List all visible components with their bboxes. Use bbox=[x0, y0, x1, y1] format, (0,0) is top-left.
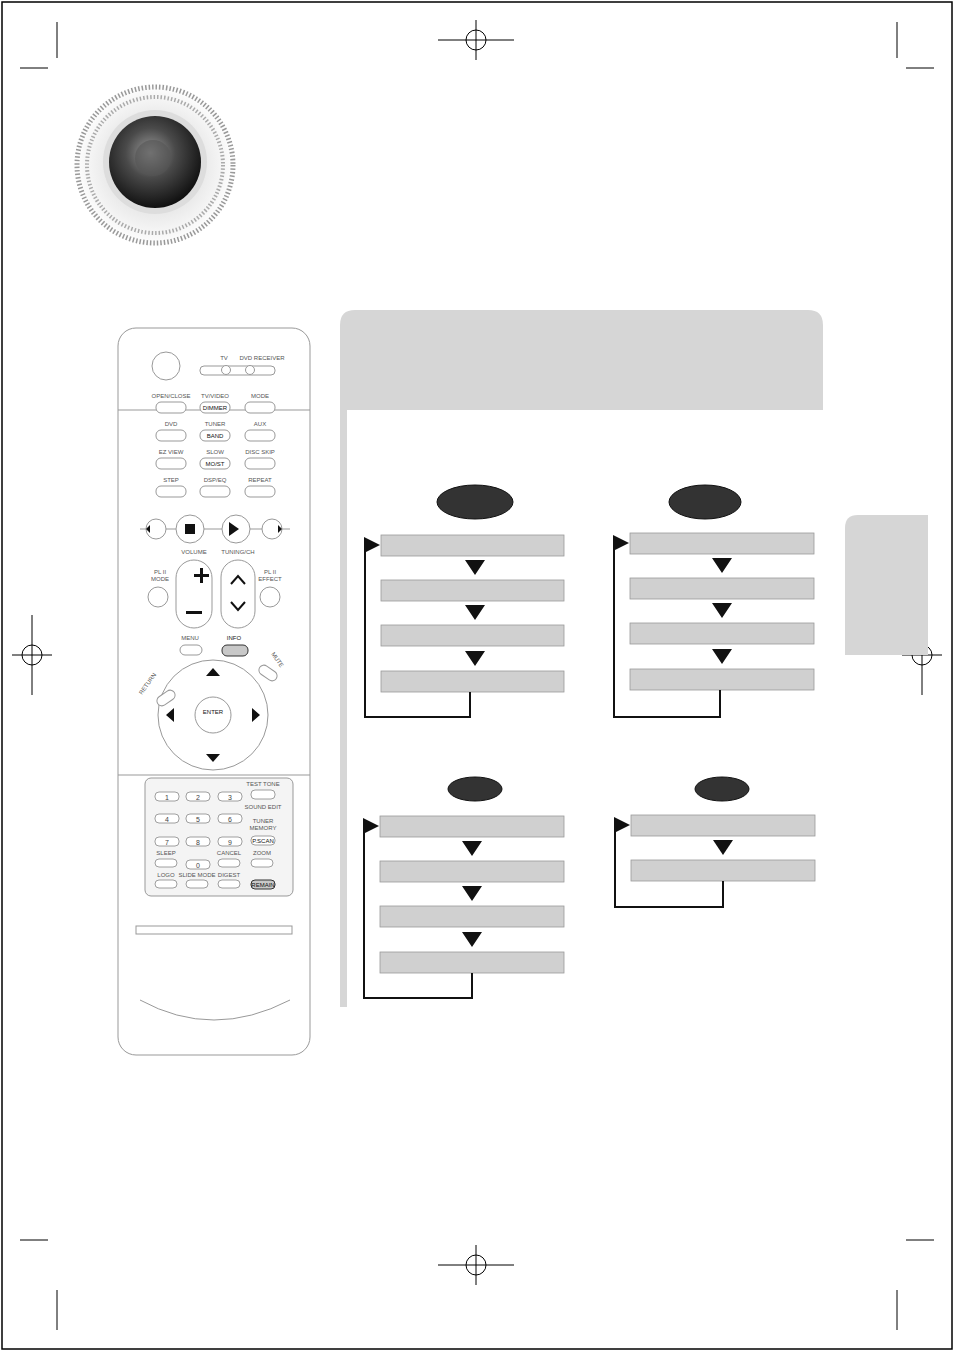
button-label: ENTER bbox=[203, 709, 223, 716]
button-label: REMAIN bbox=[251, 882, 274, 889]
button-label: 6 bbox=[228, 816, 232, 823]
button-label: EZ VIEW bbox=[159, 449, 184, 456]
button-label: MODE bbox=[251, 393, 269, 400]
button-label: DIMMER bbox=[203, 405, 227, 412]
button-label: REPEAT bbox=[248, 477, 272, 484]
button-label: DSP/EQ bbox=[204, 477, 227, 484]
button-label: CANCEL bbox=[217, 850, 241, 857]
button-label: TUNING/CH bbox=[221, 549, 254, 556]
button-label: 9 bbox=[228, 839, 232, 846]
button-label: TUNER MEMORY bbox=[248, 818, 278, 832]
button-label: SOUND EDIT bbox=[244, 804, 281, 811]
button-label: VOLUME bbox=[181, 549, 206, 556]
button-label: MENU bbox=[181, 635, 199, 642]
button-label: 8 bbox=[196, 839, 200, 846]
button-label: 3 bbox=[228, 794, 232, 801]
button-label: 5 bbox=[196, 816, 200, 823]
button-label: TEST TONE bbox=[246, 781, 279, 788]
button-label: PL II EFFECT bbox=[255, 569, 285, 583]
button-label: DVD RECEIVER bbox=[239, 355, 284, 362]
button-label: AUX bbox=[254, 421, 266, 428]
button-label: OPEN/CLOSE bbox=[151, 393, 190, 400]
button-label: BAND bbox=[207, 433, 224, 440]
button-label: TUNER bbox=[205, 421, 226, 428]
button-label: P.SCAN bbox=[252, 838, 274, 845]
button-label: ZOOM bbox=[253, 850, 271, 857]
button-label: 0 bbox=[196, 862, 200, 869]
button-label: LOGO bbox=[157, 872, 174, 879]
button-label: DVD bbox=[165, 421, 178, 428]
button-label: SLEEP bbox=[156, 850, 175, 857]
button-label: 2 bbox=[196, 794, 200, 801]
button-label: DISC SKIP bbox=[245, 449, 275, 456]
button-label: INFO bbox=[227, 635, 241, 642]
button-label: TV bbox=[220, 355, 228, 362]
button-label: TV/VIDEO bbox=[201, 393, 229, 400]
button-label: 7 bbox=[165, 839, 169, 846]
button-label: DIGEST bbox=[218, 872, 240, 879]
button-label: 1 bbox=[165, 794, 169, 801]
button-label: 4 bbox=[165, 816, 169, 823]
button-label: PL II MODE bbox=[145, 569, 175, 583]
button-label: SLIDE MODE bbox=[178, 872, 215, 879]
button-label: SLOW bbox=[206, 449, 224, 456]
button-label: STEP bbox=[163, 477, 179, 484]
button-label: MO/ST bbox=[206, 461, 225, 468]
